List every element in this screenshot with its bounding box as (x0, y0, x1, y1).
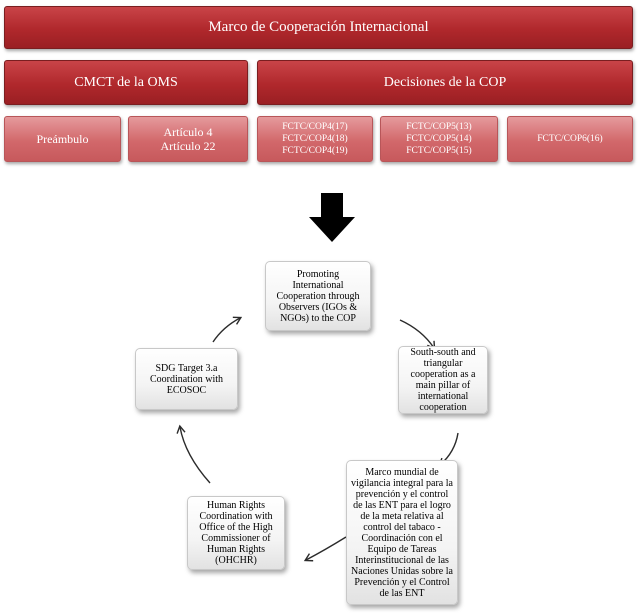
article-22-label: Artículo 22 (160, 139, 216, 153)
cop5-decision: FCTC/COP5(14) (406, 134, 472, 144)
cop-decisions-header: Decisiones de la COP (383, 74, 507, 90)
articles-box: Artículo 4 Artículo 22 (128, 116, 248, 162)
cop5-decision: FCTC/COP5(13) (406, 122, 472, 132)
cmct-header: CMCT de la OMS (74, 74, 178, 90)
cop4-decision: FCTC/COP4(19) (282, 146, 348, 156)
preamble-label: Preámbulo (36, 132, 89, 146)
cycle-node-sdg-text: SDG Target 3.a Coordination with ECOSOC (149, 362, 224, 396)
cop4-decision: FCTC/COP4(18) (282, 134, 348, 144)
cop4-decision: FCTC/COP4(17) (282, 122, 348, 132)
cycle-node-ncd-framework-text: Marco mundial de vigilancia integral par… (351, 466, 453, 599)
connector-bottom-to-left-bottom (303, 536, 347, 562)
cop6-box: FCTC/COP6(16) (507, 116, 633, 162)
cmct-header-box: CMCT de la OMS (4, 60, 248, 105)
preamble-box: Preámbulo (4, 116, 121, 162)
framework-title: Marco de Cooperación Internacional (208, 19, 429, 35)
down-arrow-icon (309, 193, 355, 242)
cop-decisions-header-box: Decisiones de la COP (257, 60, 633, 105)
connector-top-to-right (399, 319, 436, 351)
connector-left-bottom-to-left-top (176, 424, 211, 484)
cycle-node-south-south: South-south and triangular cooperation a… (398, 346, 488, 414)
cycle-node-human-rights-text: Human Rights Coordination with Office of… (199, 500, 273, 566)
cycle-node-sdg: SDG Target 3.a Coordination with ECOSOC (135, 348, 238, 410)
cycle-node-ncd-framework: Marco mundial de vigilancia integral par… (346, 460, 458, 605)
cop4-box: FCTC/COP4(17) FCTC/COP4(18) FCTC/COP4(19… (257, 116, 373, 162)
cop6-decision: FCTC/COP6(16) (537, 134, 603, 144)
cycle-node-observers: Promoting International Cooperation thro… (265, 261, 371, 331)
connector-left-top-to-top (212, 316, 243, 343)
cycle-node-observers-text: Promoting International Cooperation thro… (276, 268, 360, 324)
article-4-label: Artículo 4 (163, 125, 213, 139)
cycle-node-human-rights: Human Rights Coordination with Office of… (187, 496, 285, 570)
framework-title-bar: Marco de Cooperación Internacional (4, 6, 633, 49)
cop5-box: FCTC/COP5(13) FCTC/COP5(14) FCTC/COP5(15… (380, 116, 498, 162)
cop5-decision: FCTC/COP5(15) (406, 146, 472, 156)
cycle-node-south-south-text: South-south and triangular cooperation a… (410, 347, 476, 413)
